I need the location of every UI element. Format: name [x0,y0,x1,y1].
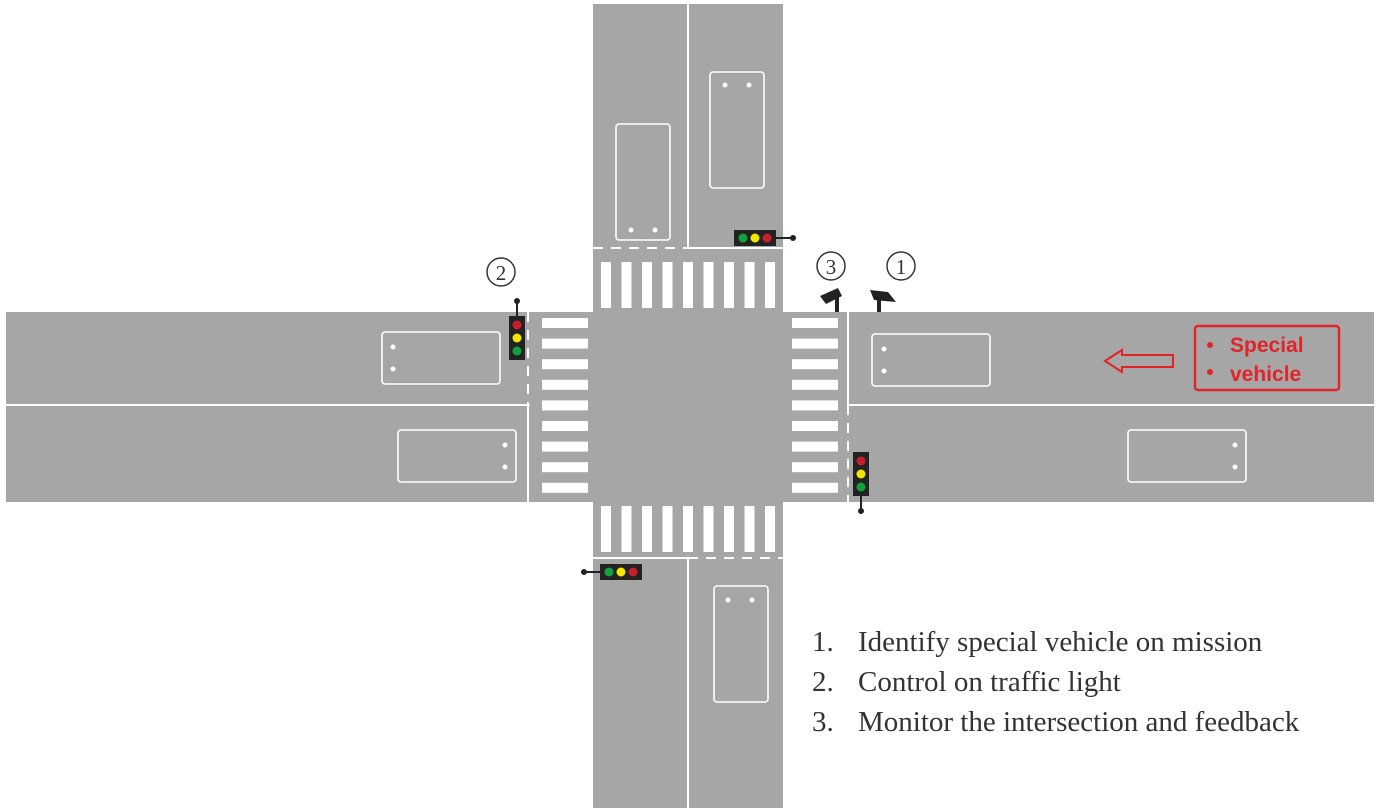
legend-item: 2. Control on traffic light [812,662,1372,702]
crosswalk-north-stripe [703,262,714,308]
direction-arrow-icon [1103,348,1174,374]
crosswalk-east-stripe [792,462,838,473]
camera-icon [820,288,842,312]
crosswalk-north-stripe [765,262,775,308]
legend-text: Control on traffic light [858,666,1121,698]
crosswalk-east-stripe [792,441,838,452]
svg-text:1: 1 [896,255,907,279]
crosswalk-north-stripe [601,262,611,308]
crosswalk-south-stripe [724,506,734,552]
crosswalk-west-stripe [542,338,588,349]
svg-text:3: 3 [826,255,837,279]
vehicle [1127,429,1247,483]
special-vehicle-label-line1: Special [1230,334,1304,357]
traffic-light-east [853,452,869,514]
traffic-light-west [509,298,525,360]
crosswalk-south-stripe [683,506,693,552]
marker-1: 1 [886,251,916,281]
svg-text:2: 2 [496,261,507,285]
crosswalk-west-stripe [542,462,588,473]
legend-number: 1. [812,626,834,658]
legend-text: Identify special vehicle on mission [858,626,1263,658]
crosswalk-west-stripe [542,482,588,493]
crosswalk-south-stripe [642,506,652,552]
vehicle [871,333,991,387]
legend-number: 2. [812,666,834,698]
crosswalk-south-stripe [744,506,755,552]
crosswalk-east-stripe [792,338,838,349]
vehicle [381,331,501,385]
marker-2: 2 [486,257,516,287]
crosswalk-east-stripe [792,379,838,390]
crosswalk-west-stripe [542,359,588,370]
crosswalk-north-stripe [662,262,673,308]
crosswalk-north-stripe [724,262,734,308]
crosswalk-north-stripe [642,262,652,308]
crosswalk-south-stripe [703,506,714,552]
legend-item: 3. Monitor the intersection and feedback [812,702,1372,742]
crosswalk-east-stripe [792,421,838,431]
crosswalk-west-stripe [542,379,588,390]
legend-text: Monitor the intersection and feedback [858,706,1300,738]
crosswalk-west-stripe [542,318,588,328]
crosswalks [542,262,838,552]
crosswalk-east-stripe [792,359,838,370]
crosswalk-east-stripe [792,400,838,411]
legend-number: 3. [812,706,834,738]
traffic-light-south [581,564,642,580]
crosswalk-west-stripe [542,441,588,452]
lane-markings [6,4,1374,808]
legend: 1. Identify special vehicle on mission 2… [812,622,1372,742]
crosswalk-south-stripe [662,506,673,552]
legend-item: 1. Identify special vehicle on mission [812,622,1372,662]
vehicle [709,71,765,189]
crosswalk-east-stripe [792,482,838,493]
special-vehicle-label-line2: vehicle [1230,363,1301,386]
camera-icon [870,290,896,312]
crosswalk-west-stripe [542,421,588,431]
crosswalk-south-stripe [601,506,611,552]
marker-3: 3 [816,251,846,281]
vehicles [381,71,1247,703]
crosswalk-west-stripe [542,400,588,411]
special-vehicle: Special vehicle [1193,324,1341,392]
crosswalk-north-stripe [683,262,693,308]
vehicle [615,123,671,241]
crosswalk-east-stripe [792,318,838,328]
crosswalk-south-stripe [621,506,632,552]
crosswalk-north-stripe [621,262,632,308]
vehicle [397,429,517,483]
crosswalk-north-stripe [744,262,755,308]
vehicle [713,585,769,703]
traffic-light-north [734,230,796,246]
crosswalk-south-stripe [765,506,775,552]
